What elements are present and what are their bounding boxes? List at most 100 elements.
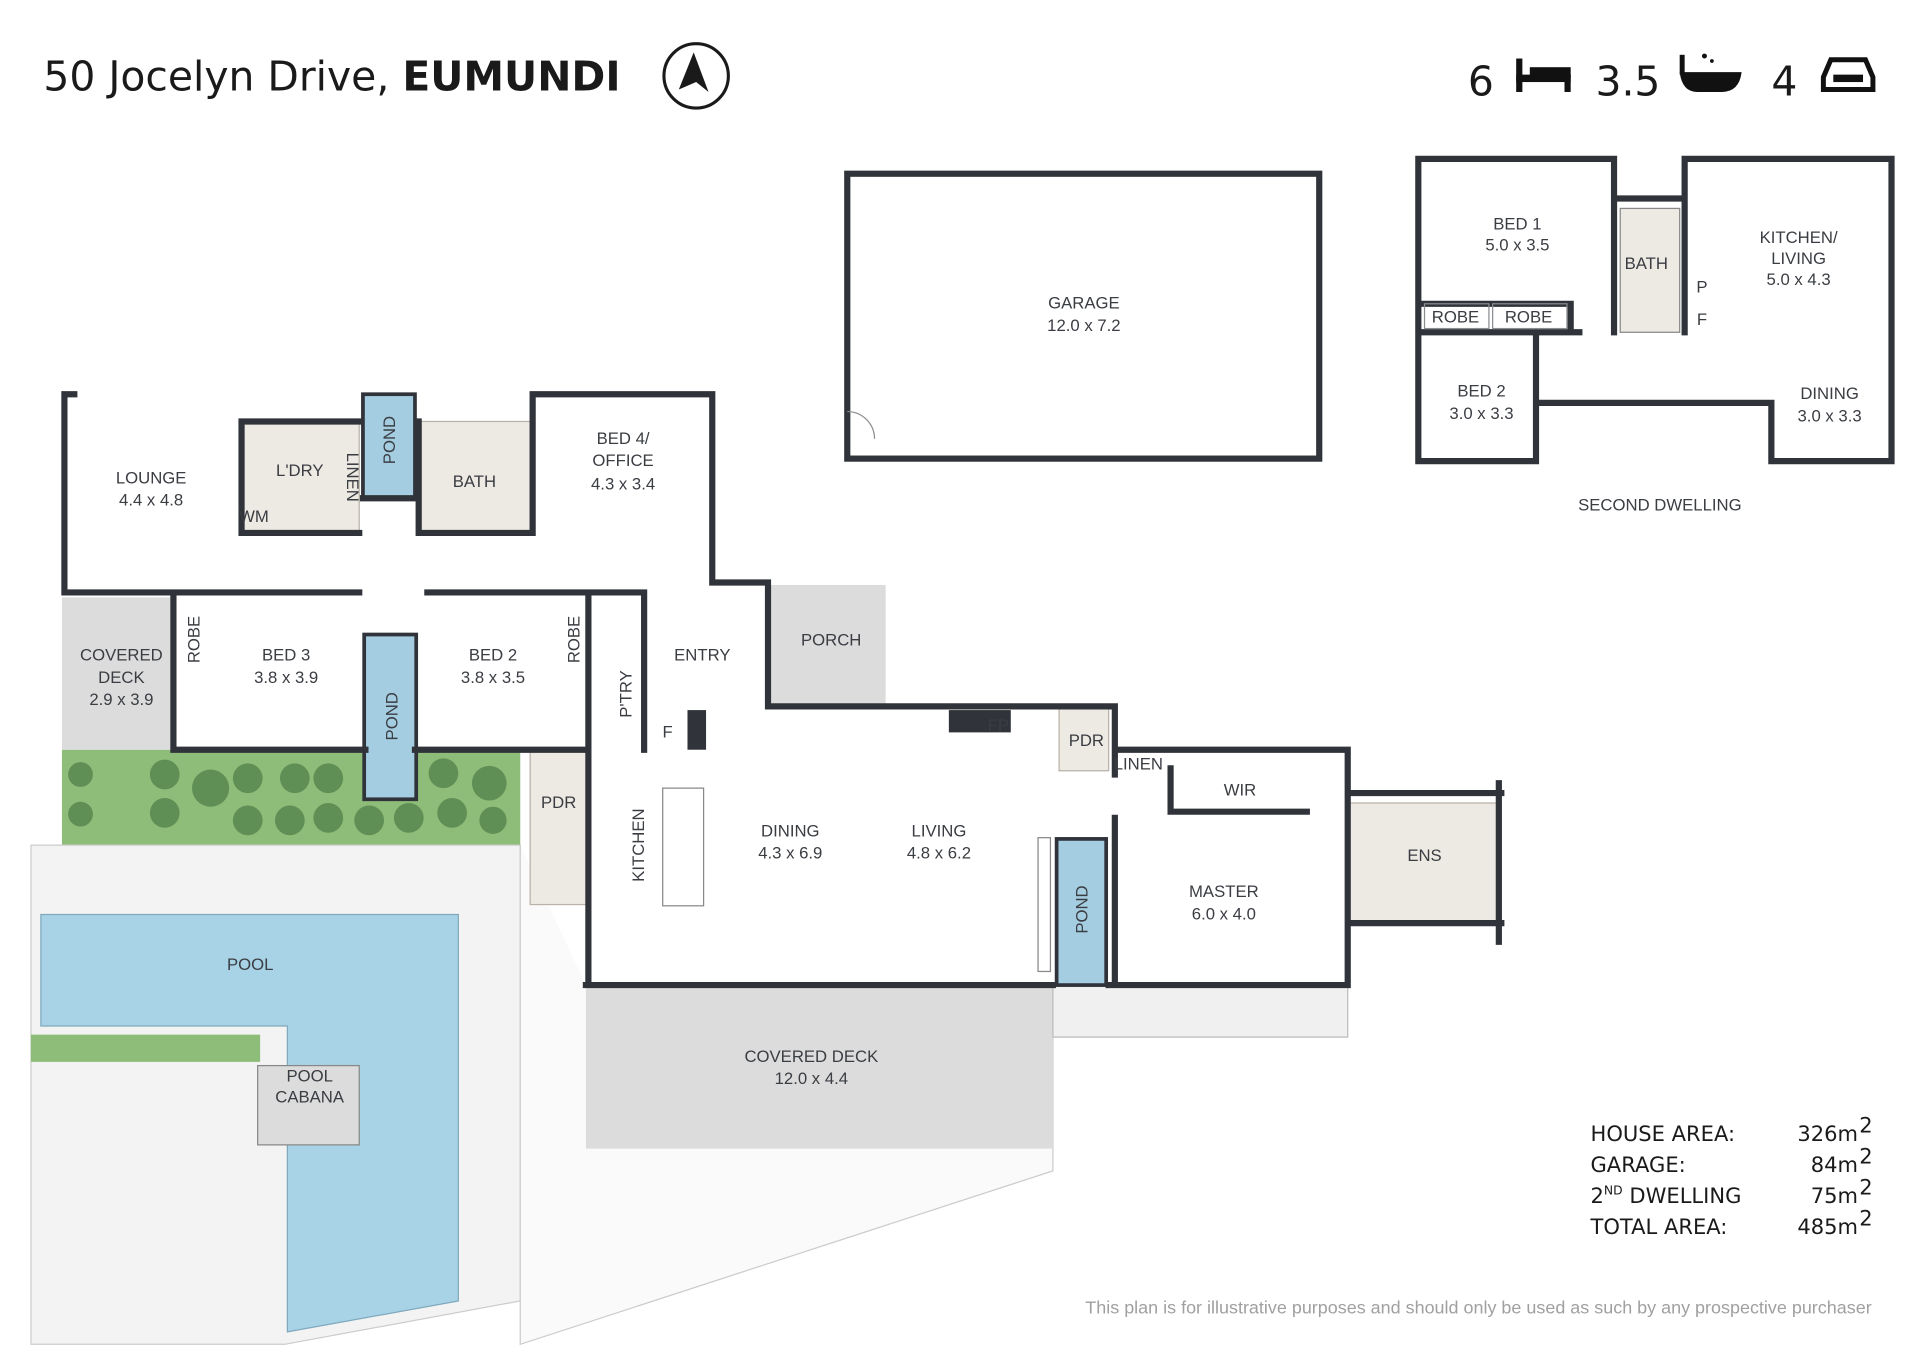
car-icon — [1820, 57, 1876, 92]
areas-0-sup-label: 2 — [1859, 1112, 1872, 1137]
rooms-dining-name-label: DINING — [761, 821, 820, 840]
rooms-pool-name-label: POOL — [227, 955, 273, 974]
areas-2-value-label: 75m — [1811, 1183, 1858, 1208]
rooms-pantry-name-label: P'TRY — [617, 670, 636, 717]
second-dwelling-dining-name-label: DINING — [1800, 384, 1859, 403]
rooms-bed4-name-label: BED 4/ — [597, 429, 650, 448]
second-dwelling-robe1-name-label: ROBE — [1432, 307, 1479, 326]
rooms-pool-cabana-name-label: POOL — [286, 1067, 332, 1086]
areas-1-label-label: GARAGE: — [1591, 1152, 1686, 1177]
areas-2-label-label: 2 — [1591, 1183, 1604, 1208]
second-dwelling-dining-dims-label: 3.0 x 3.3 — [1798, 406, 1862, 425]
areas-2-label-rest-label: DWELLING — [1623, 1183, 1742, 1208]
kitchen-island — [662, 787, 705, 907]
second-dwelling-kitchen-living-name2-label: LIVING — [1771, 249, 1826, 268]
rooms-bed3-name-label: BED 3 — [262, 646, 310, 665]
rooms-pond3-name-label: POND — [1073, 885, 1092, 933]
areas-0-label-label: HOUSE AREA: — [1591, 1121, 1736, 1146]
rooms-covered-deck-name-label: COVERED DECK — [744, 1047, 878, 1066]
rooms-master-dims-label: 6.0 x 4.0 — [1192, 904, 1256, 923]
rooms-covered-deck-dims-label: 12.0 x 4.4 — [775, 1069, 848, 1088]
areas-2-sup-label: 2 — [1859, 1174, 1872, 1199]
second-dwelling-bed2-dims-label: 3.0 x 3.3 — [1449, 404, 1513, 423]
pool — [40, 913, 459, 1333]
rooms-garage-name-label: GARAGE — [1048, 294, 1120, 313]
rooms-robe2-name-label: ROBE — [565, 616, 584, 663]
rooms-dining-dims-label: 4.3 x 6.9 — [758, 844, 822, 863]
rooms-wir-name-label: WIR — [1224, 781, 1257, 800]
rooms-bed3-dims-label: 3.8 x 3.9 — [254, 668, 318, 687]
areas-1-value-label: 84m — [1811, 1152, 1858, 1177]
rooms-fridge-name-label: F — [663, 722, 673, 741]
rooms-covered-deck-small-dims-label: 2.9 x 3.9 — [89, 690, 153, 709]
compass-logo-icon — [662, 42, 730, 110]
pool-cabana — [257, 1064, 360, 1146]
areas-3-label-label: TOTAL AREA: — [1590, 1214, 1728, 1239]
rooms-linen1-name-label: LINEN — [343, 453, 362, 502]
rooms-bed4-name2-label: OFFICE — [592, 451, 653, 470]
main-house-walls — [61, 391, 1505, 989]
rooms-pool-cabana-name2-label: CABANA — [275, 1088, 345, 1107]
areas-3-sup-label: 2 — [1859, 1205, 1872, 1230]
rooms-entry-name-label: ENTRY — [674, 646, 730, 665]
svg-text:2ND DWELLING: 2ND DWELLING — [1591, 1183, 1742, 1208]
rooms-laundry-name-label: L'DRY — [276, 461, 324, 480]
bed-icon — [1516, 58, 1571, 92]
rooms-linen2-name-label: LINEN — [1114, 755, 1163, 774]
bedroom-count: 6 — [1468, 58, 1494, 106]
pool-garden — [30, 1034, 261, 1062]
second-dwelling-bed1-name-label: BED 1 — [1493, 214, 1541, 233]
second-dwelling-pantry-name-label: P — [1696, 278, 1707, 297]
rooms-covered-deck-small-name2-label: DECK — [98, 668, 144, 687]
rooms-living-dims-label: 4.8 x 6.2 — [907, 844, 971, 863]
areas-0-value-label: 326m — [1797, 1121, 1858, 1146]
rooms-fp-name-label: FP — [988, 716, 1009, 735]
svg-text:326m: 326m — [1797, 1121, 1858, 1146]
second-dwelling-kitchen-living-dims-label: 5.0 x 4.3 — [1767, 270, 1831, 289]
rooms-garage-dims-label: 12.0 x 7.2 — [1047, 316, 1120, 335]
rooms-kitchen-name-label: KITCHEN — [629, 808, 648, 881]
second-dwelling: BED 1 5.0 x 3.5 BATH KITCHEN/ LIVING 5.0… — [1415, 155, 1895, 515]
areas-1-sup-label: 2 — [1859, 1143, 1872, 1168]
rooms-wm-name-label: WM — [239, 507, 269, 526]
porch — [768, 584, 886, 707]
pond-3 — [1054, 837, 1109, 987]
rooms-porch-name-label: PORCH — [801, 631, 861, 650]
car-count: 4 — [1771, 58, 1797, 106]
bath-icon — [1679, 53, 1742, 92]
pond-2 — [362, 632, 419, 802]
covered-deck-small — [61, 597, 174, 750]
rooms-robe1-name-label: ROBE — [184, 616, 203, 663]
areas-3-value-label: 485m — [1797, 1214, 1858, 1239]
bathroom-count: 3.5 — [1595, 58, 1660, 106]
rooms-ens-name-label: ENS — [1407, 846, 1441, 865]
covered-deck — [585, 985, 1053, 1149]
rooms-pdr1-name-label: PDR — [541, 793, 576, 812]
rooms-pond1-name-label: POND — [380, 416, 399, 464]
second-dwelling-kitchen-living-name-label: KITCHEN/ — [1760, 228, 1838, 247]
address: 50 Jocelyn Drive, EUMUNDI — [43, 53, 620, 101]
rooms-pond2-name-label: POND — [383, 692, 402, 740]
rooms-bed2-dims-label: 3.8 x 3.5 — [461, 668, 525, 687]
pond-1 — [361, 392, 417, 501]
second-dwelling-fridge-name-label: F — [1697, 310, 1707, 329]
rooms-covered-deck-small-name-label: COVERED — [80, 646, 163, 665]
areas-2-label-sup-label: ND — [1604, 1183, 1623, 1197]
garden-shrubs — [68, 758, 507, 836]
header-address-label: 50 Jocelyn Drive, — [43, 53, 389, 101]
rooms-bath-name-label: BATH — [453, 472, 496, 491]
rooms-bed4-dims-label: 4.3 x 3.4 — [591, 475, 655, 494]
rooms-lounge-dims-label: 4.4 x 4.8 — [119, 491, 183, 510]
second-dwelling-title: SECOND DWELLING — [1578, 496, 1742, 515]
rooms-pdr2-name-label: PDR — [1069, 731, 1104, 750]
rooms-living-name-label: LIVING — [912, 821, 967, 840]
rooms-lounge-name-label: LOUNGE — [116, 468, 187, 487]
second-dwelling-bed2-name-label: BED 2 — [1457, 382, 1505, 401]
disclaimer: This plan is for illustrative purposes a… — [1085, 1297, 1871, 1317]
header-suburb-label: EUMUNDI — [402, 53, 620, 101]
second-dwelling-bed1-dims-label: 5.0 x 3.5 — [1485, 236, 1549, 255]
second-dwelling-bath-name-label: BATH — [1625, 254, 1668, 273]
rooms-bed2-name-label: BED 2 — [469, 646, 517, 665]
